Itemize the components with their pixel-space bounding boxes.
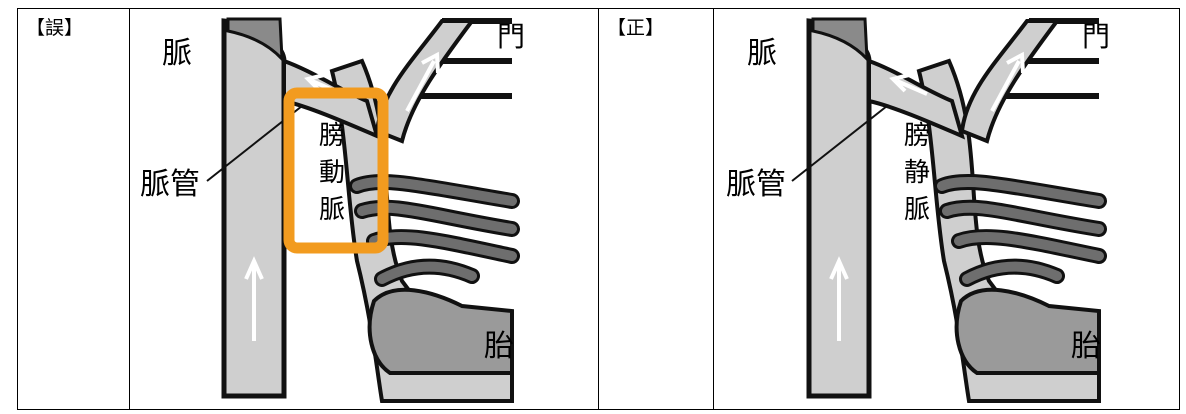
bottom-right-char: 胎: [1071, 329, 1101, 364]
main-vessel-cap: [226, 17, 284, 64]
cord-coils-fill: [937, 177, 1104, 284]
placenta-shape: [954, 287, 1101, 375]
top-right-char: 門: [497, 20, 525, 53]
top-left-char: 脈: [162, 36, 192, 71]
up-arrow: [829, 256, 849, 341]
placenta-shape: [367, 287, 514, 375]
diagonal-arrow: [405, 51, 440, 112]
side-label: 脈管: [140, 167, 200, 202]
correct-diagram-cell: 脈 門 脈管 胎 膀 静 脈: [713, 8, 1180, 410]
wrong-label-cell: 【誤】: [17, 8, 130, 410]
vertical-label-3: 脈: [319, 195, 345, 225]
errata-table: 【誤】: [17, 8, 1180, 410]
vertical-label-2: 動: [319, 158, 345, 188]
main-vessel-cap: [811, 17, 869, 64]
errata-row: 【誤】: [17, 8, 1180, 410]
vertical-label-3: 脈: [904, 195, 930, 225]
side-label: 脈管: [726, 167, 786, 202]
wrong-diagram: 脈 門 脈管 胎 膀 動 脈: [140, 17, 525, 403]
correct-diagram: 脈 門 脈管 胎 膀 静 脈: [726, 17, 1110, 403]
leader-line: [791, 105, 888, 182]
highlight-box: [283, 87, 389, 254]
top-right-char: 門: [1082, 20, 1110, 53]
bottom-right-char: 胎: [484, 329, 514, 364]
vertical-label-1: 膀: [319, 121, 345, 151]
top-left-char: 脈: [747, 36, 777, 71]
left-arrow: [889, 73, 928, 96]
vertical-label-2: 静: [904, 158, 930, 188]
correct-tag: 【正】: [607, 17, 665, 39]
vertical-label-1: 膀: [904, 121, 930, 151]
diagonal-arrow: [990, 51, 1025, 112]
wrong-diagram-cell: 脈 門 脈管 胎 膀 動 脈: [129, 8, 599, 410]
up-arrow: [244, 256, 264, 341]
wrong-tag: 【誤】: [26, 17, 84, 39]
correct-label-cell: 【正】: [598, 8, 714, 410]
